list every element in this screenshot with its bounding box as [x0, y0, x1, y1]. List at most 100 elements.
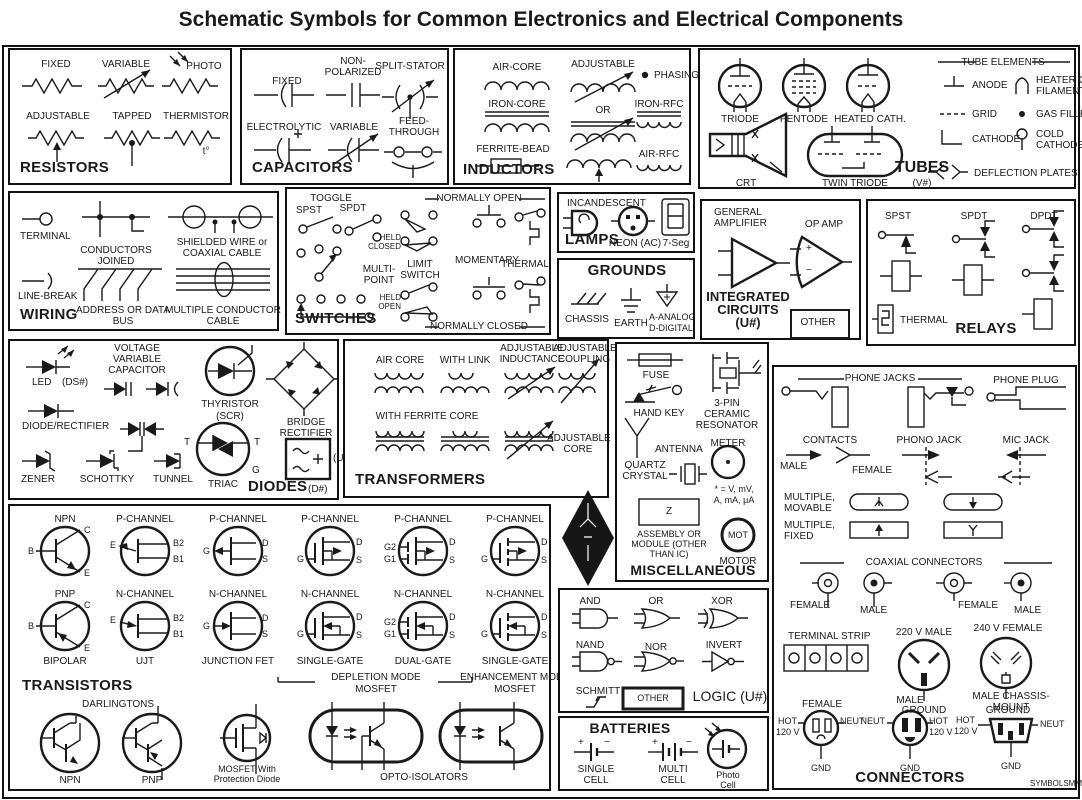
label-ic-other: OTHER [800, 317, 836, 328]
thermal-relay-symbol [872, 304, 894, 334]
mosfet-n-dual-symbol [397, 600, 449, 652]
panel-title-batteries: BATTERIES [589, 720, 671, 736]
panel-inductors: AIR-CORE ADJUSTABLE PHASING IRON-CORE OR… [453, 48, 699, 185]
panel-logic: AND OR XOR NAND NOR INVERT SCHMITT OTHER… [558, 588, 769, 713]
panel-grounds: GROUNDS CHASSIS EARTH A-ANALOG D-DIGITAL [557, 258, 696, 339]
label-darlington-npn: NPN [59, 775, 81, 786]
pin-e2: E [84, 643, 91, 653]
panel-capacitors: FIXED NON- POLARIZED SPLIT-STATOR ELECTR… [240, 48, 449, 185]
label-220v-male: 220 V MALE [895, 627, 953, 638]
triac-symbol [195, 421, 251, 477]
switches-symbols [296, 198, 546, 328]
label-gnd3: GND [1001, 761, 1021, 771]
pin-c1: C [84, 525, 91, 535]
label-neon: NEON (AC) [608, 238, 662, 249]
panel-wiring: TERMINAL CONDUCTORS JOINED SHIELDED WIRE… [8, 191, 281, 331]
photo-resistor-symbol [162, 51, 218, 95]
label-ujt-p: P-CHANNEL [116, 514, 174, 525]
label-tube-elements: TUBE ELEMENTS [961, 57, 1045, 68]
label-depletion-mosfet: MOSFET [355, 684, 397, 695]
label-ind-iron-rfc: IRON-RFC [634, 99, 684, 110]
transistors-symbols [36, 525, 544, 780]
label-resistor-fixed: FIXED [41, 59, 71, 70]
spdt-switch-symbol [344, 214, 382, 242]
nand-gate-symbol [572, 651, 622, 672]
neon-symbol [611, 205, 655, 237]
label-scr: (SCR) [216, 411, 244, 422]
label-nor: NOR [644, 642, 668, 653]
vvc-symbols [104, 381, 179, 397]
split-stator-capacitor-symbol [382, 79, 438, 119]
label-phone-plug: PHONE PLUG [993, 375, 1059, 386]
plug-male-120-symbol [887, 709, 933, 759]
analog-digital-ground-symbol [655, 284, 679, 308]
multi-point-2-symbol [296, 294, 374, 322]
heater-element-symbol [1015, 77, 1029, 94]
grounds-symbols [571, 284, 679, 313]
pin-ujt-e2: E [109, 615, 116, 625]
panel-title-lamps: LAMPS [565, 231, 619, 248]
label-schmitt: SCHMITT [575, 686, 621, 697]
zener-symbol [22, 450, 56, 472]
label-shielded-wire: SHIELDED WIRE or COAXIAL CABLE [176, 237, 268, 259]
and-gate-symbol [572, 608, 618, 629]
label-thyristor: THYRISTOR [201, 399, 259, 410]
nor-gate-symbol [634, 651, 684, 672]
label-terminal: TERMINAL [20, 231, 71, 242]
antenna-symbol [624, 417, 650, 458]
pin-ujt-b2a: B2 [173, 538, 185, 548]
label-led-ds: (DS#) [62, 377, 89, 388]
label-assembly-z: Z [665, 506, 673, 517]
bridge-rectifier-symbol [266, 342, 337, 416]
seven-seg-symbol [661, 198, 690, 236]
xor-gate-symbol [698, 608, 748, 629]
label-cap-non-polarized: NON- POLARIZED [324, 56, 382, 78]
label-mosfet1-n: N-CHANNEL [300, 589, 360, 600]
electrolytic-capacitor-symbol [254, 130, 311, 163]
variable-capacitor-symbol [328, 133, 379, 165]
label-ics-title2: CIRCUITS [717, 302, 779, 317]
label-general-amplifier: GENERAL AMPLIFIER [714, 207, 767, 229]
label-neut3: NEUT [1040, 719, 1065, 729]
label-contacts: CONTACTS [802, 435, 858, 446]
phasing-dot-symbol [641, 71, 649, 79]
adjustable-bottom-inductor-symbol [566, 159, 632, 182]
panel-tubes: TRIODE PENTODE HEATED CATH. CRT TWIN TRI… [698, 48, 1082, 189]
pin-e1: E [84, 568, 91, 578]
label-xfmr-adj-coupling: ADJUSTABLE COUPLING [553, 343, 617, 365]
terminal-strip-symbol [783, 644, 869, 672]
pin-jfet-g2: G [202, 621, 210, 631]
mic-jack-symbol [998, 447, 1046, 485]
label-resistor-tapped: TAPPED [112, 111, 152, 122]
label-photo-cell: Photo Cell [716, 770, 740, 790]
label-op-amp: OP AMP [804, 219, 844, 230]
deflection-plates-symbol [928, 164, 968, 180]
label-conductors-joined: CONDUCTORS JOINED [80, 245, 152, 267]
with-link-transformer-symbol [440, 372, 490, 394]
label-twin-triode: TWIN TRIODE [822, 178, 888, 189]
label-multi-plus: + [652, 737, 658, 748]
logic-symbols [572, 608, 748, 711]
triode-symbol [717, 58, 763, 112]
panel-title-transistors: TRANSISTORS [22, 677, 133, 694]
pin-jfet-d2: D [262, 613, 269, 623]
transformers-symbols [374, 358, 600, 460]
label-xor: XOR [711, 596, 733, 607]
label-resistor-adjustable: ADJUSTABLE [26, 111, 90, 122]
panel-switches: TOGGLE SPST SPDT NORMALLY OPEN HELD CLOS… [285, 187, 551, 335]
label-meter: METER [710, 438, 746, 449]
label-bipolar: BIPOLAR [43, 656, 87, 667]
page-title: Schematic Symbols for Common Electronics… [178, 8, 904, 31]
label-darlingtons: DARLINGTONS [81, 699, 155, 710]
phone-jack1-symbol [781, 386, 849, 428]
label-mosfet2-n: N-CHANNEL [393, 589, 453, 600]
pin-m3-g2: G [480, 629, 488, 639]
label-multi-cell: MULTI CELL [658, 764, 688, 786]
connectors-symbols [781, 378, 1066, 759]
label-relay-spdt: SPDT [960, 211, 988, 222]
label-triac-t1: T [184, 437, 191, 448]
label-logic-title: LOGIC (U#) [692, 688, 768, 704]
panel-title-switches: SWITCHES [295, 310, 377, 327]
incandescent-symbol [563, 209, 599, 237]
label-cap-split-stator: SPLIT-STATOR [375, 61, 445, 72]
